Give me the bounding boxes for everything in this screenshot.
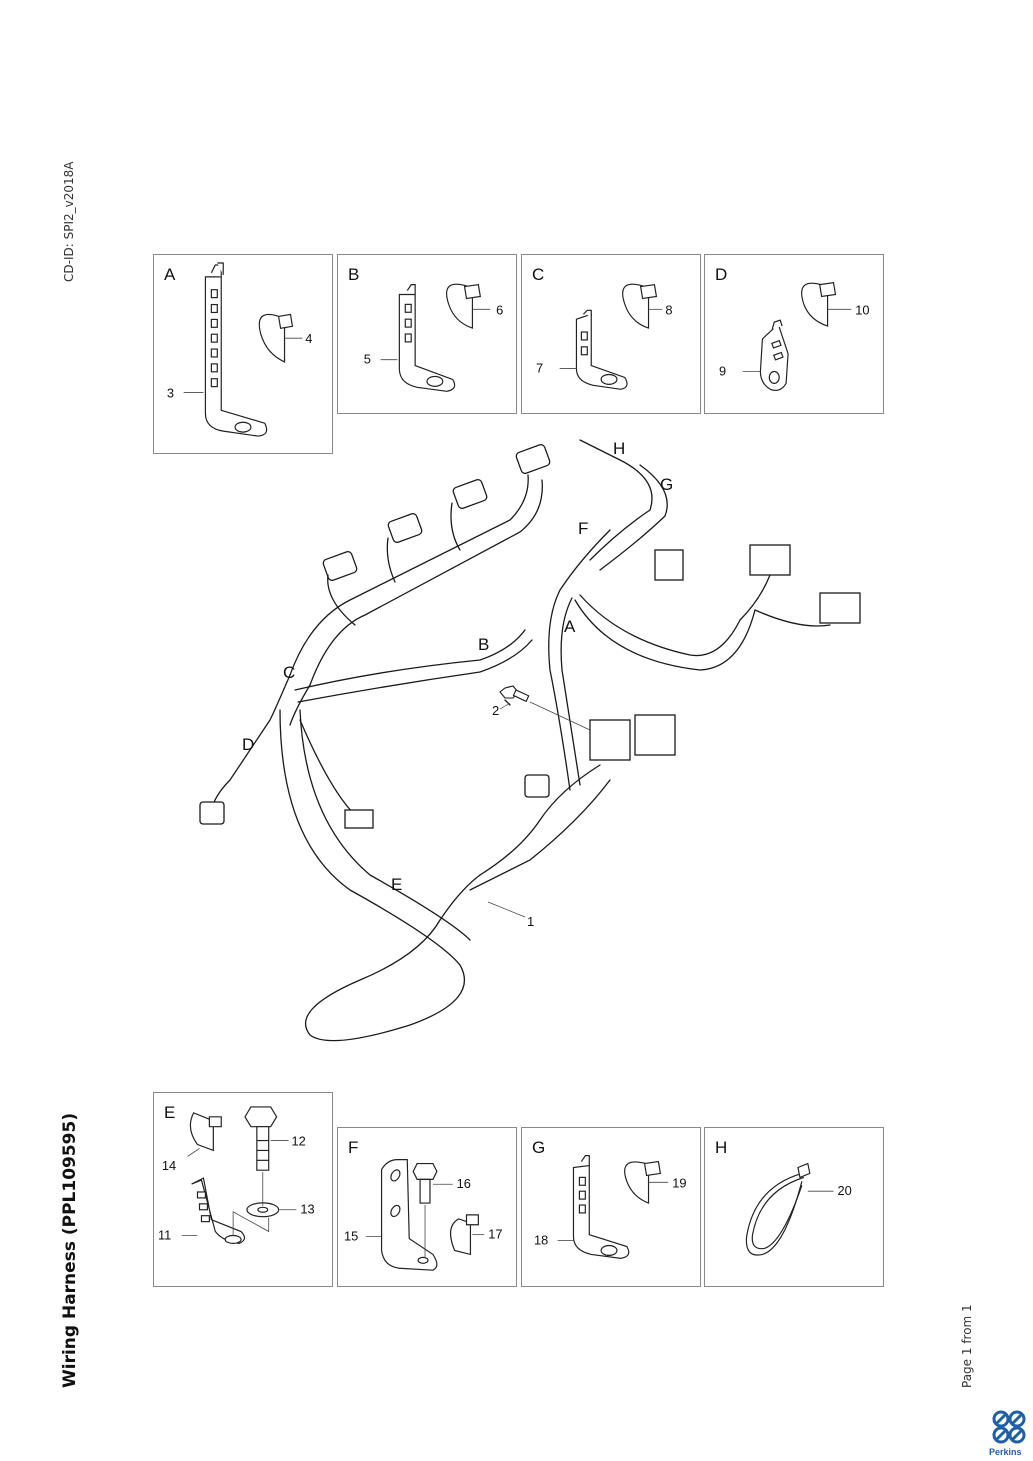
callout-6: 6 — [496, 302, 503, 317]
callout-10: 10 — [855, 302, 869, 317]
page-indicator: Page 1 from 1 — [960, 1304, 974, 1388]
detail-panel-e: E 14 12 13 11 — [153, 1092, 333, 1287]
bracket-clip-illustration: 9 10 — [719, 281, 870, 392]
callout-12: 12 — [291, 1133, 305, 1148]
detail-panel-d: D 9 10 — [704, 254, 884, 414]
harness-trunk-upper — [289, 474, 529, 676]
brand-name: Perkins — [989, 1447, 1022, 1457]
bracket-bolt-illustration: 16 17 15 — [344, 1159, 503, 1271]
location-label-g: G — [660, 475, 673, 494]
location-label-c: C — [283, 663, 295, 682]
callout-18: 18 — [534, 1233, 548, 1248]
document-title: Wiring Harness (PPL109595) — [60, 1112, 80, 1388]
panel-letter: E — [164, 1103, 176, 1122]
callout-14: 14 — [162, 1158, 176, 1173]
panel-letter: B — [348, 265, 360, 284]
harness-branch-b — [294, 629, 526, 691]
callout-8: 8 — [665, 302, 672, 317]
detail-panel-f: F 16 17 15 — [337, 1127, 517, 1287]
bracket-clip-illustration: 18 19 — [534, 1155, 687, 1259]
cd-id-label: CD-ID: SPI2_v2018A — [62, 161, 76, 282]
callout-2: 2 — [492, 703, 499, 718]
detail-panel-b: B 5 6 — [337, 254, 517, 414]
location-label-b: B — [478, 635, 489, 654]
callout-9: 9 — [719, 363, 726, 378]
callout-15: 15 — [344, 1229, 358, 1244]
location-label-e: E — [391, 875, 402, 894]
panel-letter: C — [532, 265, 545, 284]
callout-7: 7 — [536, 361, 543, 376]
callout-19: 19 — [672, 1175, 686, 1190]
detail-panel-g: G 18 19 — [521, 1127, 701, 1287]
callout-3: 3 — [167, 386, 174, 401]
panel-letter: G — [532, 1138, 546, 1157]
callout-17: 17 — [488, 1227, 502, 1242]
harness-loop-e — [279, 709, 481, 1042]
bracket-clip-illustration: 3 4 — [167, 262, 312, 437]
wiring-harness-diagram: A B C D E F G H 1 2 — [180, 420, 880, 1080]
callout-5: 5 — [364, 352, 371, 367]
panel-letter: H — [715, 1138, 728, 1157]
bracket-clip-illustration: 7 8 — [536, 283, 672, 390]
detail-panel-a: A 3 4 — [153, 254, 333, 454]
location-label-a: A — [564, 617, 576, 636]
detail-panel-c: C 7 8 — [521, 254, 701, 414]
location-label-d: D — [242, 735, 254, 754]
callout-1: 1 — [527, 914, 534, 929]
panel-letter: F — [348, 1138, 359, 1157]
location-label-f: F — [578, 519, 588, 538]
detail-panel-h: H 20 — [704, 1127, 884, 1287]
bracket-bolt-illustration: 14 12 13 11 — [158, 1106, 315, 1245]
harness-illustration: A B C D E F G H 1 2 — [199, 439, 861, 1042]
cable-tie-illustration: 20 — [745, 1162, 852, 1256]
perkins-logo-icon — [992, 1410, 1026, 1444]
callout-16: 16 — [457, 1176, 471, 1191]
panel-letter: A — [164, 265, 176, 284]
panel-letter: D — [715, 265, 728, 284]
location-label-h: H — [613, 439, 625, 458]
callout-13: 13 — [300, 1202, 314, 1217]
callout-11: 11 — [158, 1227, 171, 1242]
bracket-clip-illustration: 5 6 — [364, 283, 503, 392]
callout-20: 20 — [837, 1183, 851, 1198]
callout-4: 4 — [305, 331, 312, 346]
